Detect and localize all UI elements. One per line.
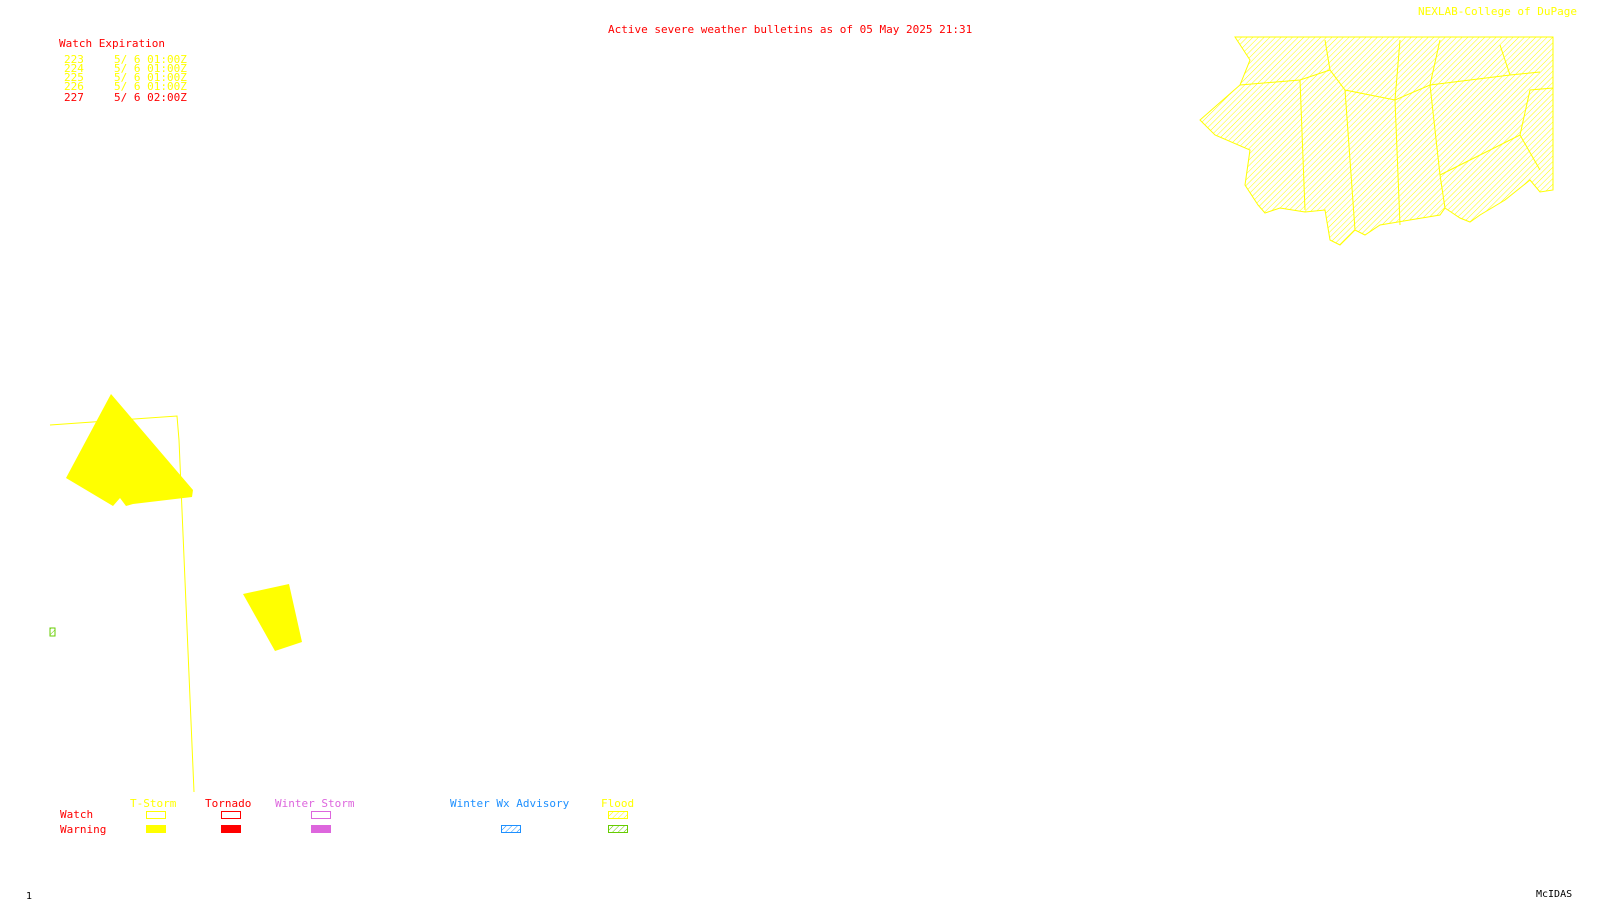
legend-tstorm-label: T-Storm [130,797,177,810]
watch-expiration-heading: Watch Expiration [59,37,165,50]
tstorm-warning-polygon [66,394,193,506]
software-label: McIDAS [1536,889,1573,900]
legend-tstorm-watch-swatch [146,811,166,819]
legend-tornado-watch-swatch [221,811,241,819]
tstorm-warning-polygon [243,584,302,651]
legend-winter-storm-watch-swatch [311,811,331,819]
frame-number: 1 [26,891,33,902]
legend-winter-storm-label: Winter Storm [275,797,355,810]
watch-expires: 5/ 6 01:00Z [114,80,187,93]
watch-expires: 5/ 6 02:00Z [114,91,187,104]
legend-warning-label: Warning [60,823,107,836]
watch-expires: 5/ 6 01:00Z [114,71,187,84]
watch-expires: 5/ 6 01:00Z [114,53,187,66]
watch-id: 223 [64,53,84,66]
legend-tstorm-warning-swatch [146,825,166,833]
legend-flood-label: Flood [601,797,635,810]
legend-flood-warning-swatch [608,825,628,833]
legend-tornado-label: Tornado [205,797,252,810]
watch-id: 226 [64,80,84,93]
watch-id: 227 [64,91,84,104]
watch-expires: 5/ 6 01:00Z [114,62,187,75]
watch-id: 224 [64,62,84,75]
legend-tornado-warning-swatch [221,825,241,833]
credit-label: NEXLAB-College of DuPage [1418,5,1577,18]
legend-watch-label: Watch [60,808,94,821]
watch-id: 225 [64,71,84,84]
legend-flood-watch-swatch [608,811,628,819]
legend-winter-advisory-swatch [501,825,521,833]
legend-winter-advisory-label: Winter Wx Advisory [450,797,570,810]
legend-winter-storm-warning-swatch [311,825,331,833]
flood-watch-area [1199,36,1554,246]
flood-warning-marker [49,627,56,637]
bulletin-title: Active severe weather bulletins as of 05… [608,23,973,36]
